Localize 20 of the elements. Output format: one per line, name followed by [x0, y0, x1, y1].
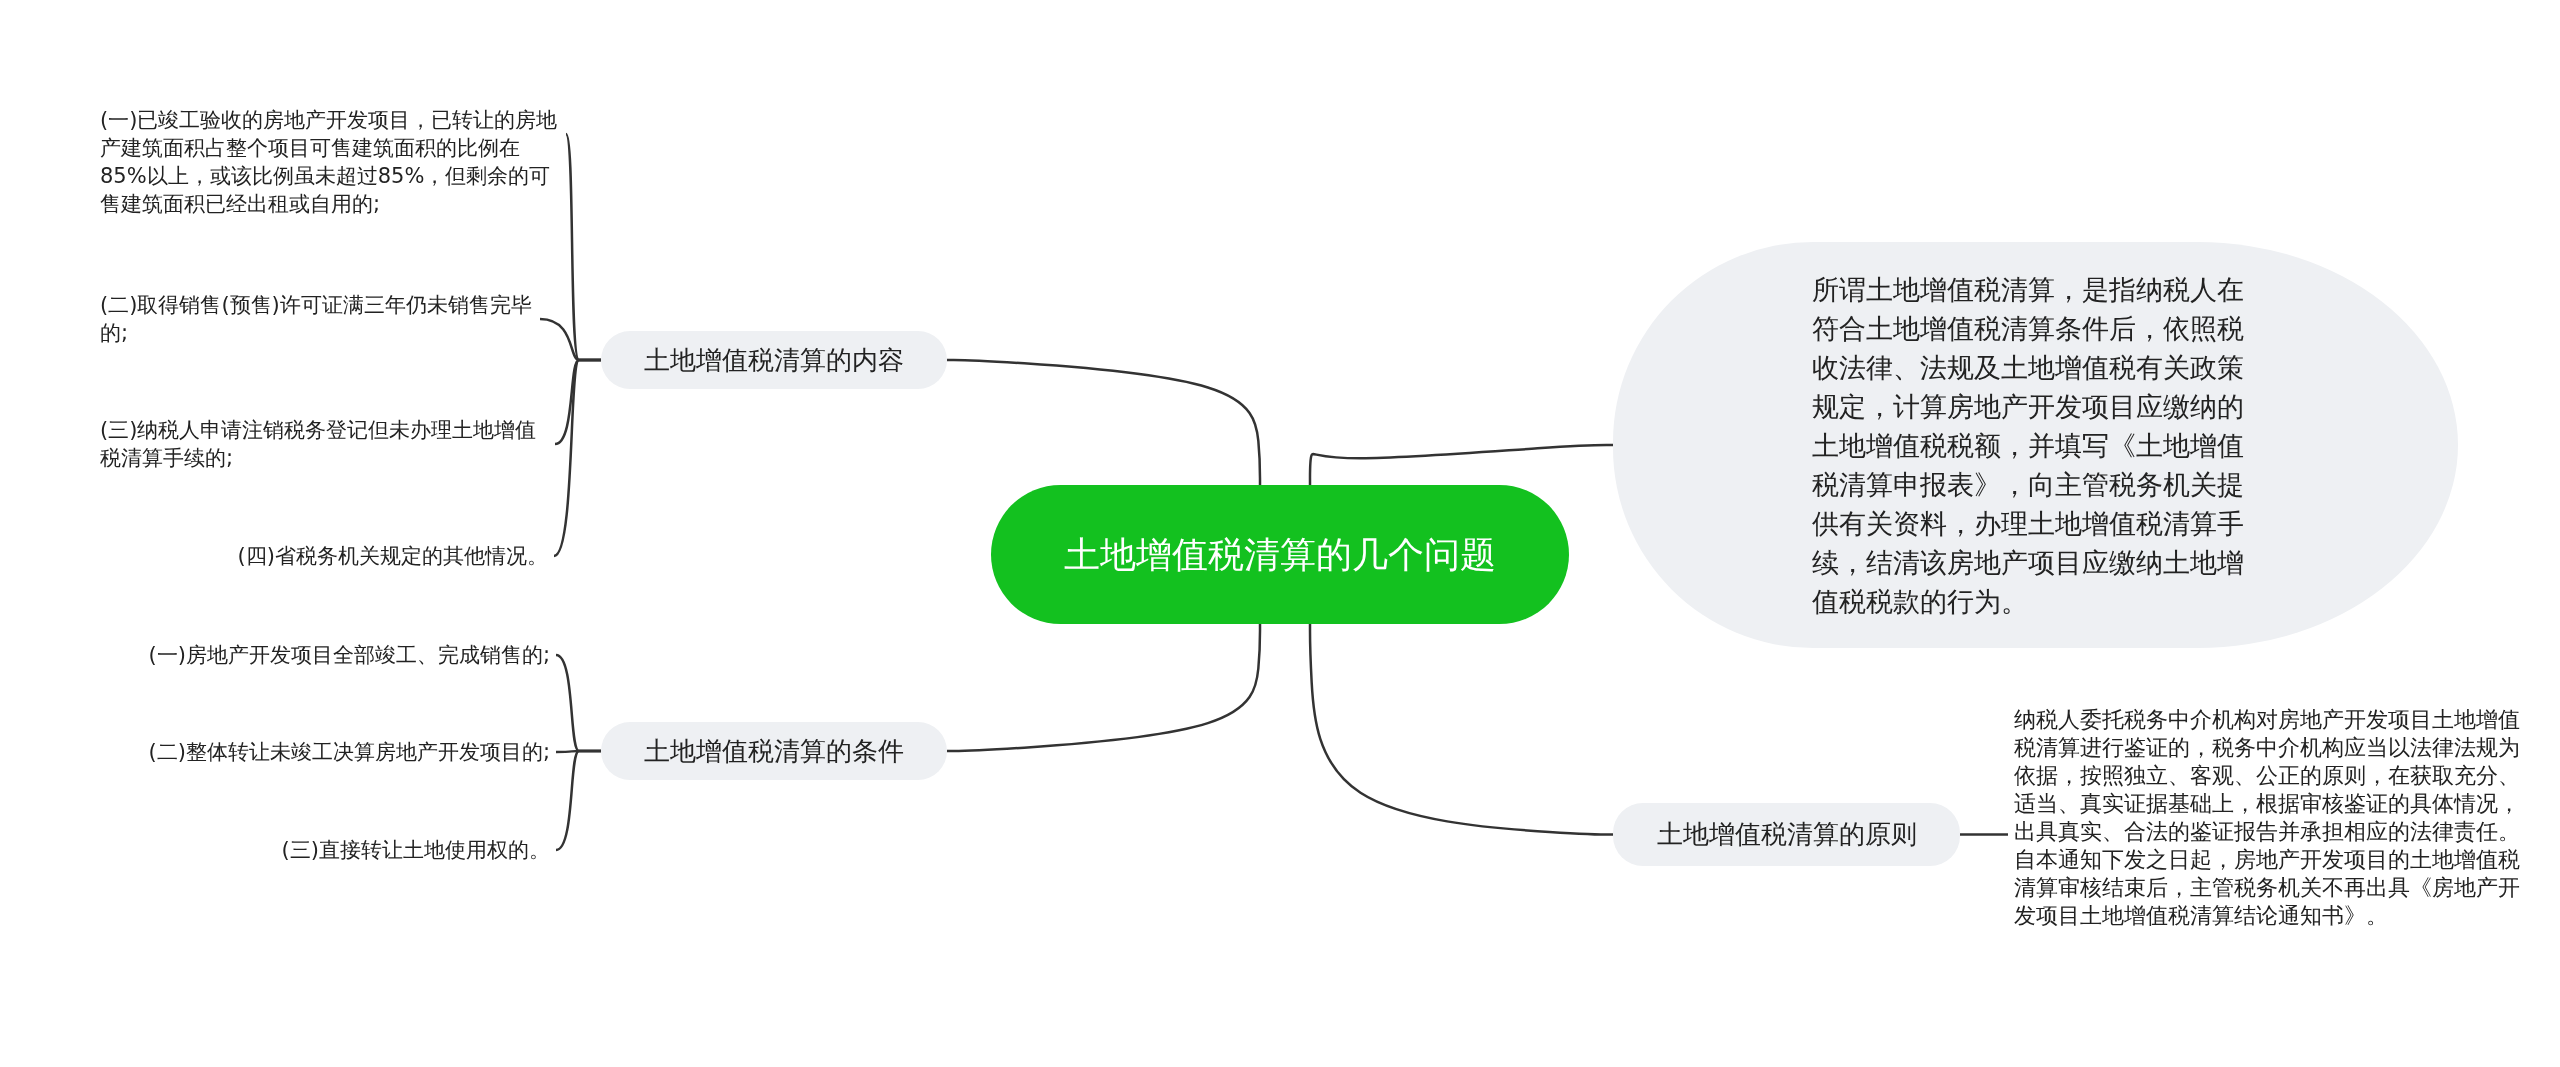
branch-node: 土地增值税清算的条件	[601, 722, 947, 780]
leaf-text: (三)直接转让土地使用权的。	[281, 836, 556, 864]
connector-line	[947, 624, 1262, 753]
leaf-text: 纳税人委托税务中介机构对房地产开发项目土地增值税清算进行鉴证的，税务中介机构应当以法律法规为依据，按照独立、客观、公正的原则，在获取充分、适当、真实证据基础上，根据审核鉴证的具体情况，出具真实、合法的鉴证报告并承担相应的法律责任。自本通知下发之日起，房地产开发项目的土地增值税清算审核结束后，主管税务机关不再出具《房地产开发项目土地增值税清算结论通知书》。	[2008, 706, 2520, 930]
topic-node: 土地增值税清算的几个问题	[991, 485, 1569, 624]
callout-bubble: 所谓土地增值税清算，是指纳税人在符合土地增值税清算条件后，依照税收法律、法规及土地增值税有关政策规定，计算房地产开发项目应缴纳的土地增值税税额，并填写《土地增值税清算申报表》，向主管税务机关提供有关资料，办理土地增值税清算手续，结清该房地产项目应缴纳土地增值税税款的行为。	[1613, 242, 2458, 648]
connector-line	[1960, 833, 2008, 836]
connector-line	[553, 358, 601, 557]
branch-node: 土地增值税清算的内容	[601, 331, 947, 389]
leaf-text: (四)省税务机关规定的其他情况。	[237, 542, 554, 570]
branch-node: 土地增值税清算的原则	[1613, 803, 1960, 866]
connector-line	[1308, 443, 1613, 485]
connector-line	[1308, 624, 1613, 836]
leaf-text: (二)取得销售(预售)许可证满三年仍未销售完毕的;	[100, 291, 540, 347]
leaf-text: (一)房地产开发项目全部竣工、完成销售的;	[148, 641, 556, 669]
leaf-text: (一)已竣工验收的房地产开发项目，已转让的房地产建筑面积占整个项目可售建筑面积的比例在85%以上，或该比例虽未超过85%，但剩余的可售建筑面积已经出租或自用的;	[100, 106, 566, 218]
leaf-text: (三)纳税人申请注销税务登记但未办理土地增值税清算手续的;	[100, 416, 555, 472]
leaf-text: (二)整体转让未竣工决算房地产开发项目的;	[148, 738, 556, 766]
connector-line	[947, 358, 1262, 485]
connector-line	[555, 749, 601, 852]
